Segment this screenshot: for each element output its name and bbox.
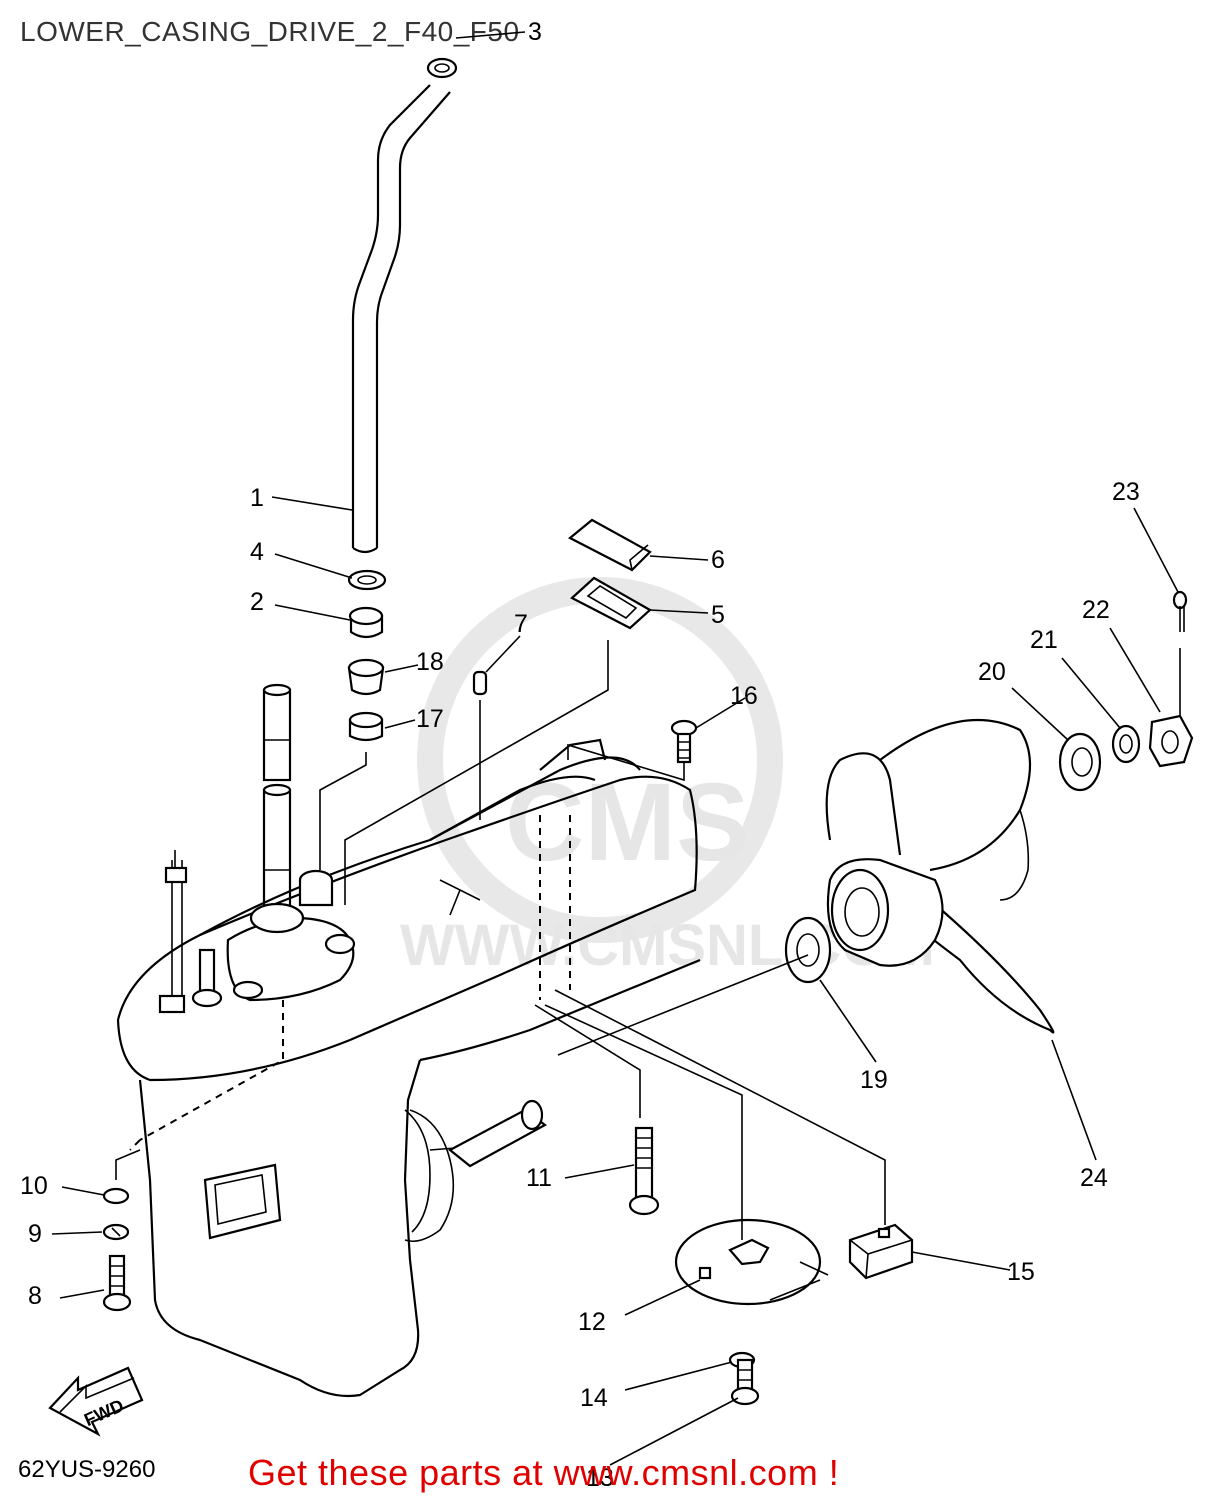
callout-18: 18 [416,648,444,676]
callout-7: 7 [514,610,528,638]
callout-9: 9 [28,1220,42,1248]
water-tube [351,57,458,554]
promo-link[interactable]: Get these parts at www.cmsnl.com ! [248,1452,840,1493]
leader-lines [51,31,1179,1466]
collar-17 [348,711,384,742]
callout-1: 1 [250,484,264,512]
bolt-16 [670,719,698,764]
assembly-lines [115,640,1181,1240]
dowel-pin-7 [472,670,488,820]
callout-10: 10 [20,1172,48,1200]
callout-17: 17 [416,705,444,733]
grommet-4 [347,569,387,591]
propeller-24 [825,718,1055,1034]
callout-4: 4 [250,538,264,566]
callout-5: 5 [711,601,725,629]
callout-6: 6 [711,546,725,574]
callout-22: 22 [1082,596,1110,624]
grommet-2 [348,606,384,639]
callout-20: 20 [978,658,1006,686]
diagram-code: 62YUS-9260 [18,1456,156,1483]
seal-18 [347,658,385,696]
washer-9 [102,1223,130,1241]
diagram-title: LOWER_CASING_DRIVE_2_F40_F50 [20,16,520,47]
callout-12: 12 [578,1308,606,1336]
callout-24: 24 [1080,1164,1108,1192]
callout-14: 14 [580,1384,608,1412]
bolt-8 [102,1254,132,1312]
bolt-13 [730,1358,760,1406]
trim-tab-12 [674,1218,829,1306]
callout-8: 8 [28,1282,42,1310]
callout-23: 23 [1112,478,1140,506]
callout-11: 11 [526,1164,552,1192]
callout-19: 19 [860,1066,888,1094]
callout-2: 2 [250,588,264,616]
forward-arrow-icon: FWD [48,1366,144,1437]
callout-13: 13 [586,1464,614,1492]
spacer-20 [1058,732,1102,792]
washer-10 [102,1187,130,1205]
washer-21 [1111,724,1141,764]
forward-arrow-label: FWD [81,1395,127,1430]
nut-22 [1148,714,1194,768]
plate-6 [568,518,652,572]
lower-casing [116,738,701,1398]
cotter-pin-23 [1172,590,1188,632]
bolt-11 [628,1126,660,1216]
callout-16: 16 [730,682,758,710]
callout-numbers: 1 2 3 4 5 6 7 8 9 10 11 12 13 14 15 16 1… [20,18,1140,1492]
callout-15: 15 [1007,1258,1035,1286]
anode-15 [848,1223,914,1280]
callout-3: 3 [528,18,542,46]
drive-shaft [262,683,292,912]
thrust-washer-19 [784,916,832,984]
callout-21: 21 [1030,626,1058,654]
